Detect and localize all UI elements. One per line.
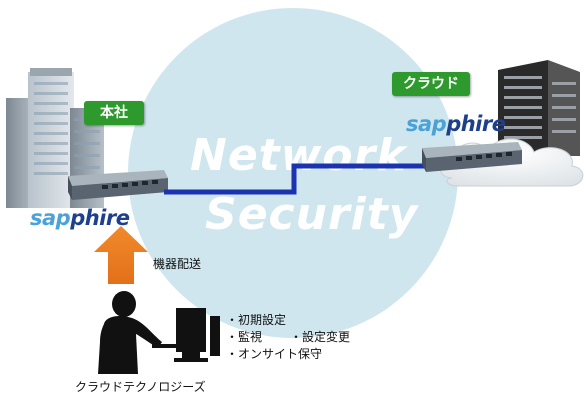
delivery-label: 機器配送	[153, 257, 202, 271]
service-item-onsite-maintenance: ・オンサイト保守	[226, 347, 323, 361]
hq-building-icon	[6, 68, 104, 208]
watermark-network: Network	[190, 130, 407, 181]
hq-router-icon	[68, 170, 168, 200]
company-name: クラウドテクノロジーズ	[75, 380, 206, 394]
watermark-security: Security	[205, 189, 419, 240]
service-item-config-change: ・設定変更	[290, 330, 351, 344]
cloud-building-icon	[498, 60, 580, 156]
service-item-monitoring: ・監視	[226, 330, 263, 344]
hq-badge: 本社	[84, 101, 144, 125]
operator-icon	[98, 291, 220, 374]
cloud-router-icon	[422, 142, 522, 172]
service-item-initial-setup: ・初期設定	[226, 313, 287, 327]
cloud-sapphire-logo: sapphire	[406, 112, 506, 136]
network-line	[164, 163, 426, 195]
cloud-badge: クラウド	[392, 72, 470, 96]
hq-sapphire-logo: sapphire	[30, 206, 130, 230]
delivery-arrow-icon	[94, 226, 148, 284]
